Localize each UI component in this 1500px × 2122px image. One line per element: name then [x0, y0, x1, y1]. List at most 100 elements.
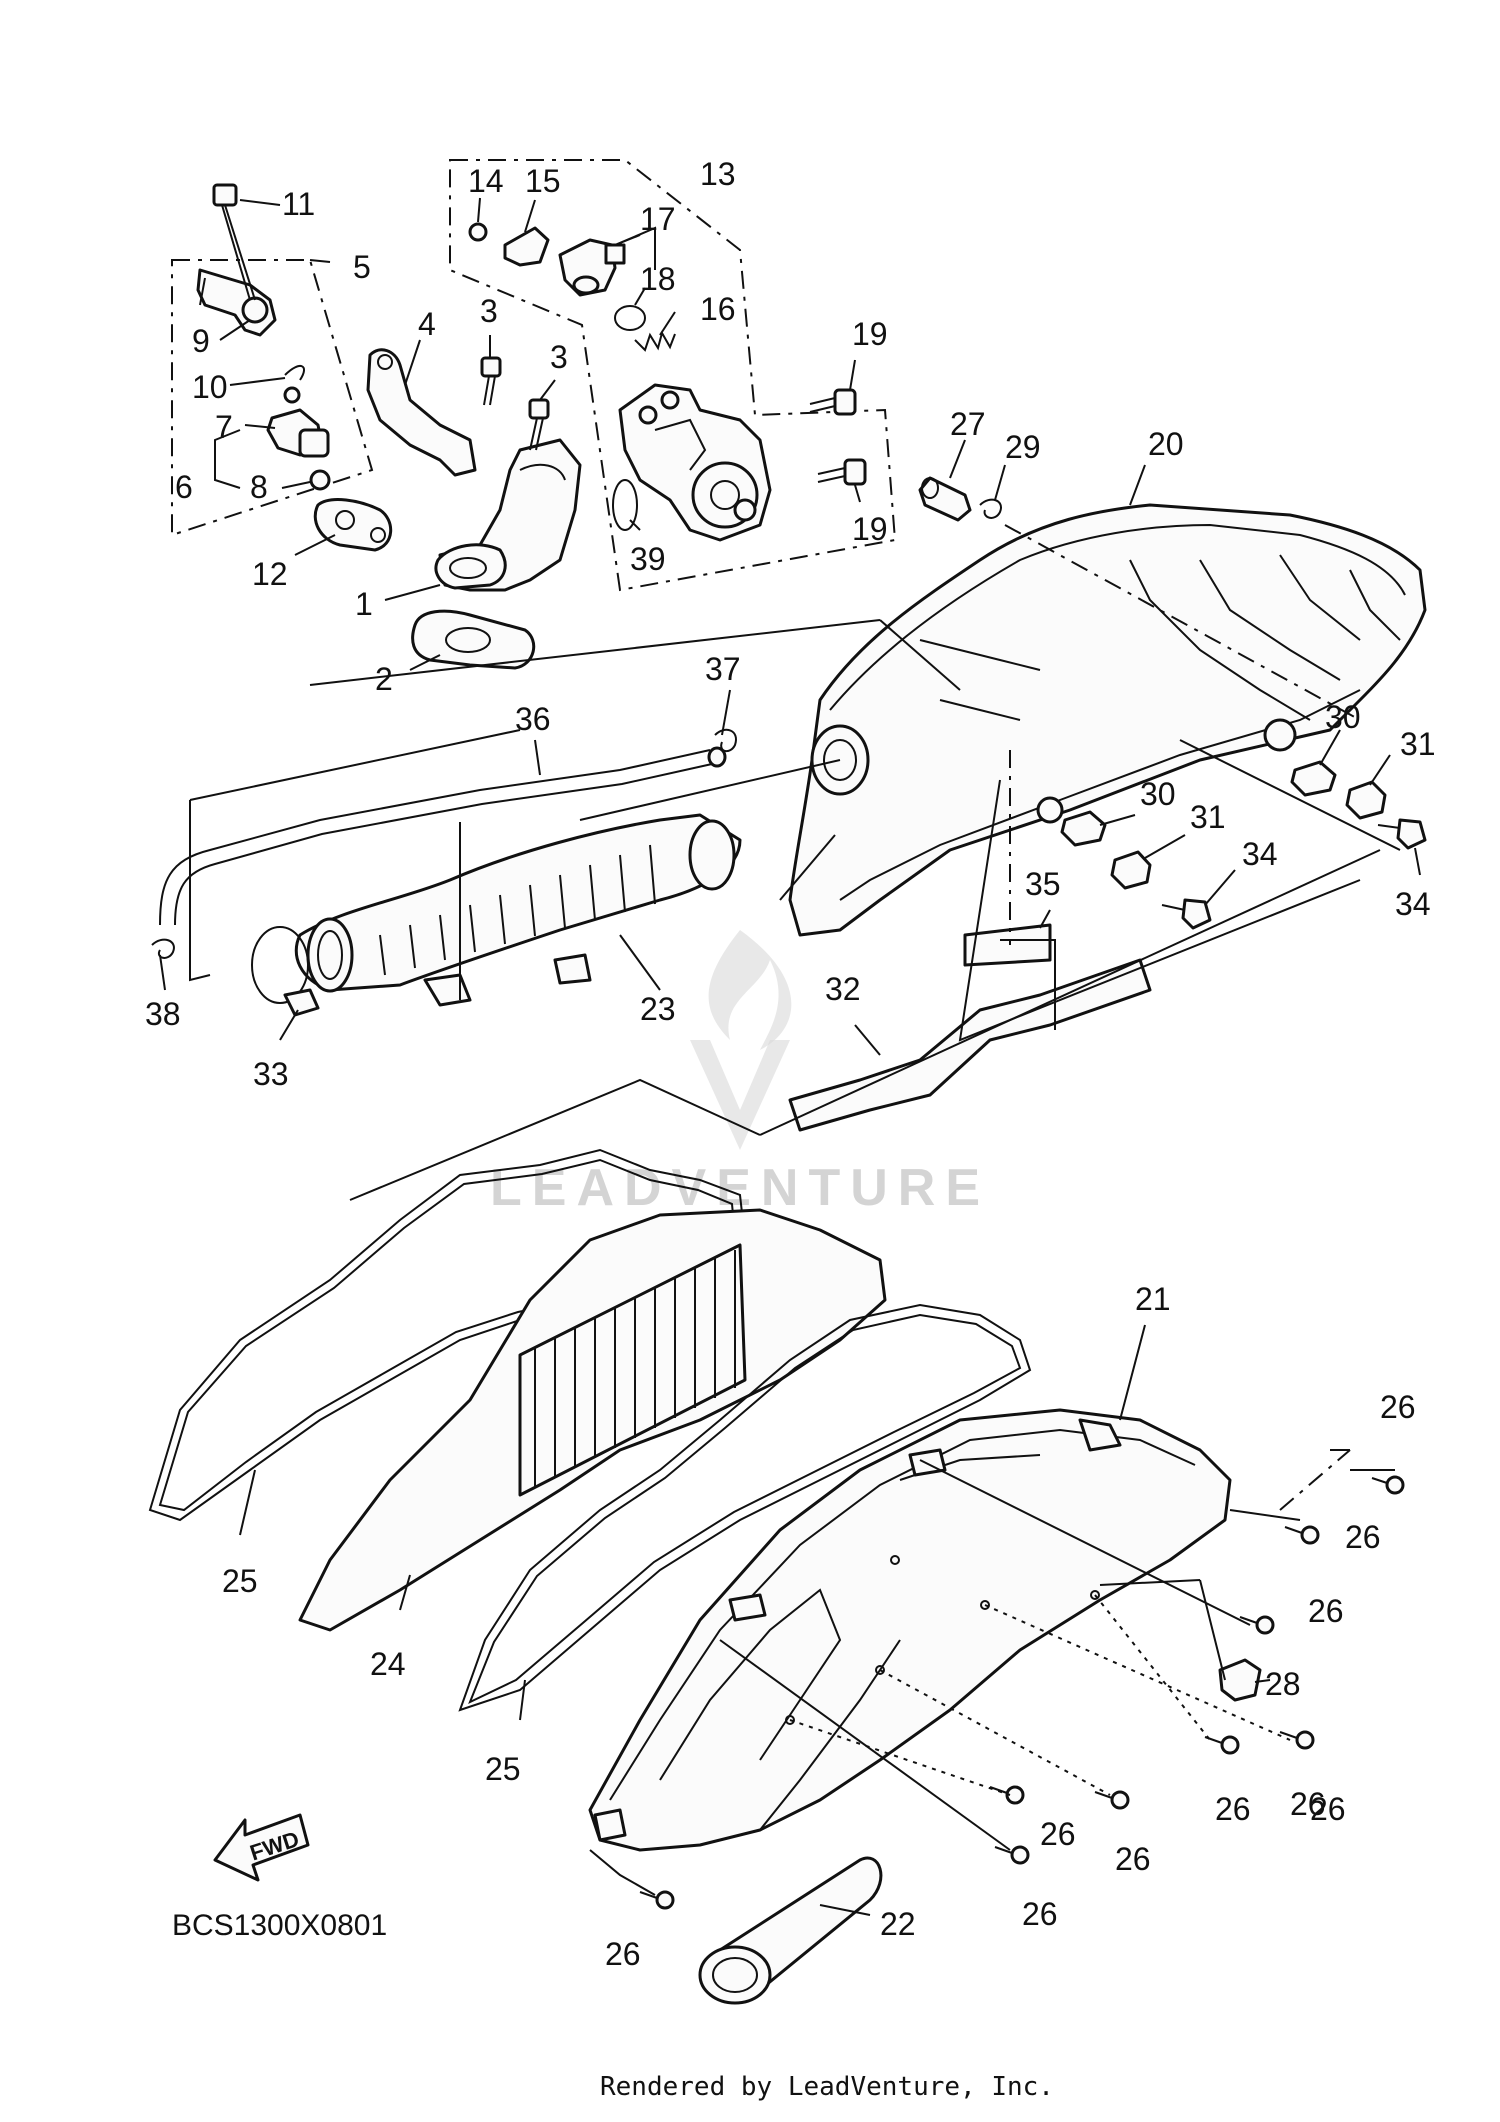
watermark-logo: LEADVENTURE [490, 930, 990, 1217]
bolt-34b [1161, 898, 1212, 930]
label-33: 33 [253, 1056, 289, 1092]
diagram-code: BCS1300X0801 [172, 1909, 387, 1942]
screw-14 [468, 222, 488, 242]
intake-duct [294, 813, 742, 1007]
label-19b: 19 [852, 511, 888, 547]
seal-32 [788, 958, 1152, 1132]
label-13: 13 [700, 156, 736, 192]
label-31a: 31 [1400, 726, 1436, 762]
label-20: 20 [1148, 426, 1184, 462]
screw-26f [989, 1785, 1025, 1805]
label-26f: 26 [1040, 1816, 1076, 1852]
screw-26a [1371, 1475, 1405, 1495]
o-ring-18 [614, 305, 646, 331]
label-6: 6 [175, 469, 193, 505]
screw-26i [639, 1890, 675, 1910]
watermark-text: LEADVENTURE [490, 1159, 990, 1217]
label-38: 38 [145, 996, 181, 1032]
label-18: 18 [640, 261, 676, 297]
screw-26g [1094, 1790, 1130, 1810]
label-25b: 25 [485, 1751, 521, 1787]
label-28: 28 [1265, 1666, 1301, 1702]
air-case-cover [588, 1408, 1232, 1852]
injector-holder [196, 268, 277, 337]
clip-29 [979, 498, 1002, 519]
screws-26 [639, 1475, 1405, 1910]
label-3b: 3 [550, 339, 568, 375]
bolt-3b [528, 398, 550, 451]
label-24: 24 [370, 1646, 406, 1682]
label-36: 36 [515, 701, 551, 737]
label-26g: 26 [1115, 1841, 1151, 1877]
fuel-injector [266, 386, 331, 491]
spring-16 [634, 330, 676, 352]
label-1: 1 [355, 586, 373, 622]
clip-37 [714, 728, 737, 753]
label-26d: 26 [1215, 1791, 1251, 1827]
gasket-25a [148, 1148, 747, 1522]
screw-26e [1279, 1730, 1315, 1750]
leader-lines [159, 197, 1421, 1916]
collar-27 [918, 476, 972, 522]
label-21: 21 [1135, 1281, 1171, 1317]
label-30a: 30 [1325, 699, 1361, 735]
label-17: 17 [640, 201, 676, 237]
label-10: 10 [192, 369, 228, 405]
fwd-arrow: FWD [213, 1813, 310, 1882]
bolt-19b [817, 458, 867, 486]
label-4: 4 [418, 306, 436, 342]
label-34b: 34 [1242, 836, 1278, 872]
throttle-sensor [558, 238, 626, 297]
drain-plug [1218, 1658, 1262, 1702]
label-26c: 26 [1308, 1593, 1344, 1629]
label-26i: 26 [605, 1936, 641, 1972]
label-30b: 30 [1140, 776, 1176, 812]
label-32: 32 [825, 971, 861, 1007]
callout-labels: 1 2 3 3 4 5 6 7 8 9 10 11 12 13 14 15 16… [145, 156, 1436, 1972]
bracket-4 [366, 348, 477, 477]
label-3a: 3 [480, 293, 498, 329]
label-16: 16 [700, 291, 736, 327]
label-7: 7 [215, 409, 233, 445]
label-27: 27 [950, 406, 986, 442]
bracket-15 [503, 226, 550, 267]
reference-lines [189, 524, 1401, 1896]
screw-26c [1239, 1615, 1275, 1635]
label-11: 11 [282, 186, 315, 222]
intake-gasket [411, 609, 536, 670]
bolt-34a [1377, 818, 1427, 850]
o-ring-39 [612, 479, 638, 531]
label-26e: 26 [1290, 1786, 1326, 1822]
filter-element [298, 1208, 887, 1632]
label-35: 35 [1025, 866, 1061, 902]
screw-26b [1284, 1525, 1320, 1545]
label-34a: 34 [1395, 886, 1431, 922]
label-26a: 26 [1380, 1389, 1416, 1425]
pad-35 [963, 923, 1052, 967]
injector-group [171, 183, 393, 552]
hose-clamp [251, 926, 320, 1017]
intake-manifold [434, 438, 582, 592]
clip-38 [151, 938, 175, 959]
label-26b: 26 [1345, 1519, 1381, 1555]
label-8: 8 [250, 469, 268, 505]
screw-26h [994, 1845, 1030, 1865]
bolt-19a [809, 388, 857, 416]
label-31b: 31 [1190, 799, 1226, 835]
collar-30a [1290, 760, 1337, 797]
label-39: 39 [630, 541, 666, 577]
label-19a: 19 [852, 316, 888, 352]
label-15: 15 [525, 163, 561, 199]
intake-funnel [698, 1856, 883, 2005]
footer-credit: Rendered by LeadVenture, Inc. [600, 2072, 1054, 2102]
collar-30b [1060, 810, 1107, 847]
label-14: 14 [468, 163, 504, 199]
label-25a: 25 [222, 1563, 258, 1599]
damper-31b [1110, 850, 1152, 890]
label-37: 37 [705, 651, 741, 687]
damper-31a [1345, 780, 1387, 820]
label-22: 22 [880, 1906, 916, 1942]
label-26h: 26 [1022, 1896, 1058, 1932]
gasket-25b [458, 1303, 1032, 1712]
